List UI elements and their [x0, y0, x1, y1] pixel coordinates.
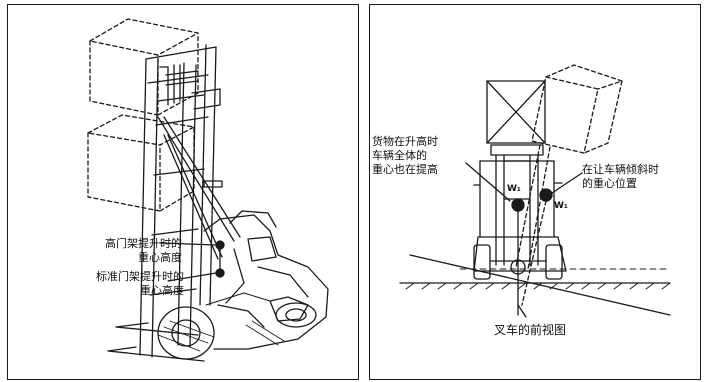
label-tilted-line-2: 的重心位置 — [582, 177, 637, 190]
upright-load-box — [486, 80, 546, 144]
truck-body — [157, 210, 329, 360]
weight-w2-label: W₁ — [554, 201, 568, 211]
side-view-panel: 高门架提升时的 重心高度 标准门架提升时的 重心高度 — [7, 4, 359, 380]
label-tilted-cog: 在让车辆倾斜时 的重心位置 — [582, 163, 694, 191]
label-high-mast-cog: 高门架提升时的 重心高度 — [44, 237, 182, 265]
weight-w1-label: W₁ — [507, 184, 521, 194]
front-view-caption: 叉车的前视图 — [493, 323, 566, 337]
forks — [107, 322, 205, 362]
label-standard-mast-line-1: 标准门架提升时的 — [96, 270, 184, 283]
tilted-load-box — [531, 64, 623, 154]
forklift-side-view-drawing — [87, 18, 329, 362]
mast — [139, 44, 241, 358]
label-raised-load-line-3: 重心也在提高 — [372, 163, 438, 176]
label-standard-mast-cog: 标准门架提升时的 重心高度 — [38, 270, 184, 298]
raised-load-box — [89, 18, 199, 116]
cog-markers — [465, 162, 583, 318]
label-standard-mast-line-2: 重心高度 — [140, 284, 184, 297]
ground — [399, 254, 671, 316]
label-raised-load-cog: 货物在升高时 车辆全体的 重心也在提高 — [372, 135, 468, 177]
cab — [473, 160, 563, 238]
cog-markers — [159, 240, 271, 306]
label-tilted-line-1: 在让车辆倾斜时 — [582, 163, 659, 176]
label-high-mast-line-1: 高门架提升时的 — [105, 237, 182, 250]
label-raised-load-line-2: 车辆全体的 — [372, 149, 427, 162]
front-view-panel: 货物在升高时 车辆全体的 重心也在提高 在让车辆倾斜时 的重心位置 W₁ W₁ … — [369, 4, 701, 380]
lower-load-box — [87, 114, 195, 212]
label-raised-load-line-1: 货物在升高时 — [372, 135, 438, 148]
label-high-mast-line-2: 重心高度 — [138, 251, 182, 264]
forklift-front-view-drawing — [399, 64, 671, 318]
